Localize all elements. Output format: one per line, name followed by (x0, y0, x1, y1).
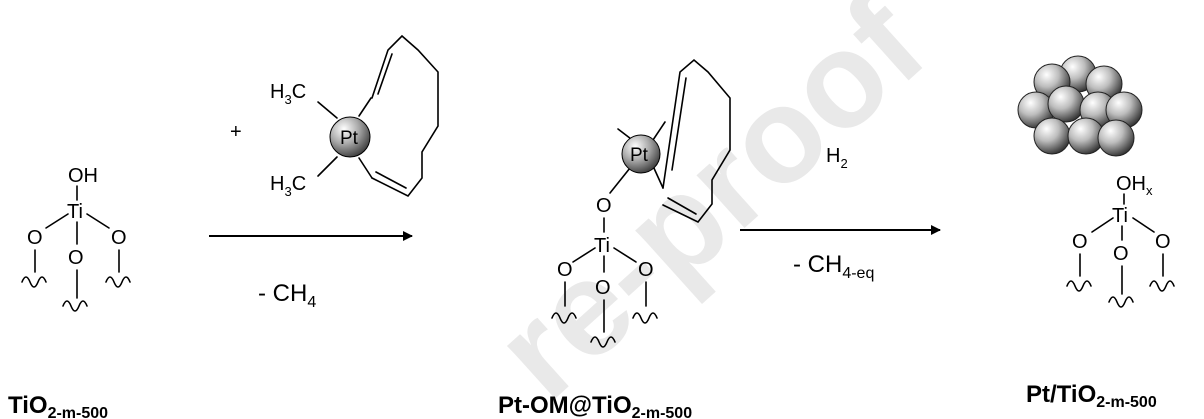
step2-reagent: H2 (826, 145, 848, 171)
methyl-top-label: H3C (270, 81, 306, 107)
np-oxygen-left-label: O (1072, 231, 1088, 253)
grafted-oxygen-bottom-label: O (595, 277, 611, 299)
nanoparticle-support-structure: OHx Ti O O O (1066, 173, 1175, 308)
titanium-label: Ti (67, 201, 83, 223)
grafted-name: Pt-OM@TiO2-m-500 (498, 392, 692, 419)
oxygen-bottom-label: O (68, 247, 84, 269)
np-titanium-label: Ti (1112, 205, 1128, 227)
step1-byproduct: - CH4 (258, 280, 316, 311)
platinum-label: Pt (340, 128, 359, 149)
np-hydroxyl-label: OHx (1116, 173, 1153, 198)
grafted-structure: Pt O Ti O O O (551, 58, 731, 348)
hydroxyl-label: OH (68, 165, 98, 187)
grafted-oxygen-right-label: O (638, 259, 654, 281)
step2-byproduct: - CH4-eq (793, 251, 874, 282)
oxygen-left-label: O (27, 227, 43, 249)
support-structure: OH Ti O O O (21, 165, 131, 312)
platinum-atom-icon (329, 116, 371, 158)
nanoparticle-name: Pt/TiO2-m-500 (1026, 381, 1157, 411)
plus-sign: + (230, 121, 242, 143)
grafted-oxygen-left-label: O (557, 259, 573, 281)
np-oxygen-right-label: O (1155, 231, 1171, 253)
grafted-platinum-atom-icon (621, 134, 661, 174)
methyl-bottom-label: H3C (270, 173, 306, 199)
watermark: re-proof (466, 0, 952, 419)
oxygen-right-label: O (111, 227, 127, 249)
support-name: TiO2-m-500 (8, 392, 108, 419)
platinum-reagent: H3C H3C Pt (270, 34, 439, 199)
grafted-oxygen-pt-label: O (596, 195, 612, 217)
np-oxygen-bottom-label: O (1113, 243, 1129, 265)
grafted-platinum-label: Pt (630, 145, 649, 166)
platinum-nanoparticle-icon (1017, 55, 1143, 157)
grafted-titanium-label: Ti (594, 235, 610, 257)
